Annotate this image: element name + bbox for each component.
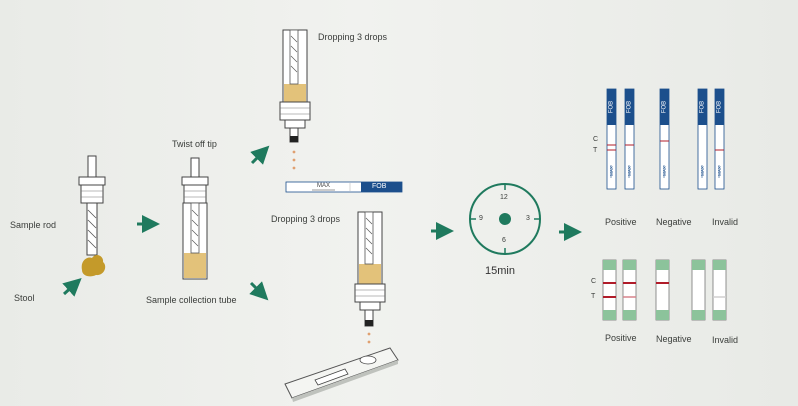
cassette-positive-1 <box>602 259 617 321</box>
clock-12: 12 <box>500 194 508 201</box>
upper-positive-label: Positive <box>605 217 637 227</box>
dipstick-negative <box>659 88 670 190</box>
dipstick-brand-positive-2: FOB <box>627 101 633 113</box>
upper-negative-label: Negative <box>656 217 692 227</box>
collection-tube-icon <box>181 157 209 280</box>
upper-invalid-label: Invalid <box>712 217 739 227</box>
drops-top-icon <box>292 150 296 170</box>
dipstick-invalid-1 <box>697 88 708 190</box>
dipstick-brand-invalid-1: FOB <box>700 101 706 113</box>
dipstick-max-positive-1: MAX <box>609 166 614 176</box>
dipstick-max-negative: MAX <box>662 166 667 176</box>
cassette-invalid-1 <box>691 259 706 321</box>
dipstick-positive-2 <box>624 88 635 190</box>
arrow-up-branch <box>250 145 270 165</box>
timer-label: 15min <box>485 265 515 277</box>
c-line-label-lower: C <box>591 278 597 285</box>
clock-6: 6 <box>502 237 506 244</box>
dipstick-max-positive-2: MAX <box>627 166 632 176</box>
dipstick-brand-positive-1: FOB <box>609 101 615 113</box>
dropper-tube-bottom-icon <box>354 211 386 327</box>
drops-bottom-icon <box>367 332 371 344</box>
dropping-top-label: Dropping 3 drops <box>318 32 388 42</box>
cassette-invalid-2 <box>712 259 727 321</box>
test-cassette-icon <box>284 347 399 402</box>
arrow-stool <box>62 277 82 297</box>
c-line-label-upper: C <box>593 136 599 143</box>
dipstick-brand-label: FOB <box>372 183 387 190</box>
twist-off-tip-label: Twist off tip <box>172 139 217 149</box>
stool-label: Stool <box>14 293 35 303</box>
dropper-tube-top-icon <box>279 29 311 143</box>
t-line-label-upper: T <box>593 147 598 154</box>
stool-icon <box>81 255 106 277</box>
dipstick-brand-negative: FOB <box>662 101 668 113</box>
dipstick-max-label: MAX <box>317 183 331 189</box>
dipstick-positive-1 <box>606 88 617 190</box>
sample-rod-label: Sample rod <box>10 220 57 230</box>
dipstick-max-invalid-1: MAX <box>700 166 705 176</box>
lower-negative-label: Negative <box>656 334 692 344</box>
lower-invalid-label: Invalid <box>712 335 739 345</box>
lower-positive-label: Positive <box>605 333 637 343</box>
dipstick-brand-invalid-2: FOB <box>717 101 723 113</box>
cassette-negative <box>655 259 670 321</box>
sample-collection-tube-label: Sample collection tube <box>146 295 237 305</box>
t-line-label-lower: T <box>591 293 596 300</box>
dropping-bottom-label: Dropping 3 drops <box>271 214 341 224</box>
dipstick-horizontal-icon <box>285 181 403 193</box>
timer-clock-icon <box>469 183 541 255</box>
clock-9: 9 <box>479 215 483 222</box>
arrow-down-branch <box>249 281 269 301</box>
cassette-positive-2 <box>622 259 637 321</box>
clock-3: 3 <box>526 215 530 222</box>
sample-rod-icon <box>78 155 106 256</box>
dipstick-invalid-2 <box>714 88 725 190</box>
dipstick-max-invalid-2: MAX <box>717 166 722 176</box>
